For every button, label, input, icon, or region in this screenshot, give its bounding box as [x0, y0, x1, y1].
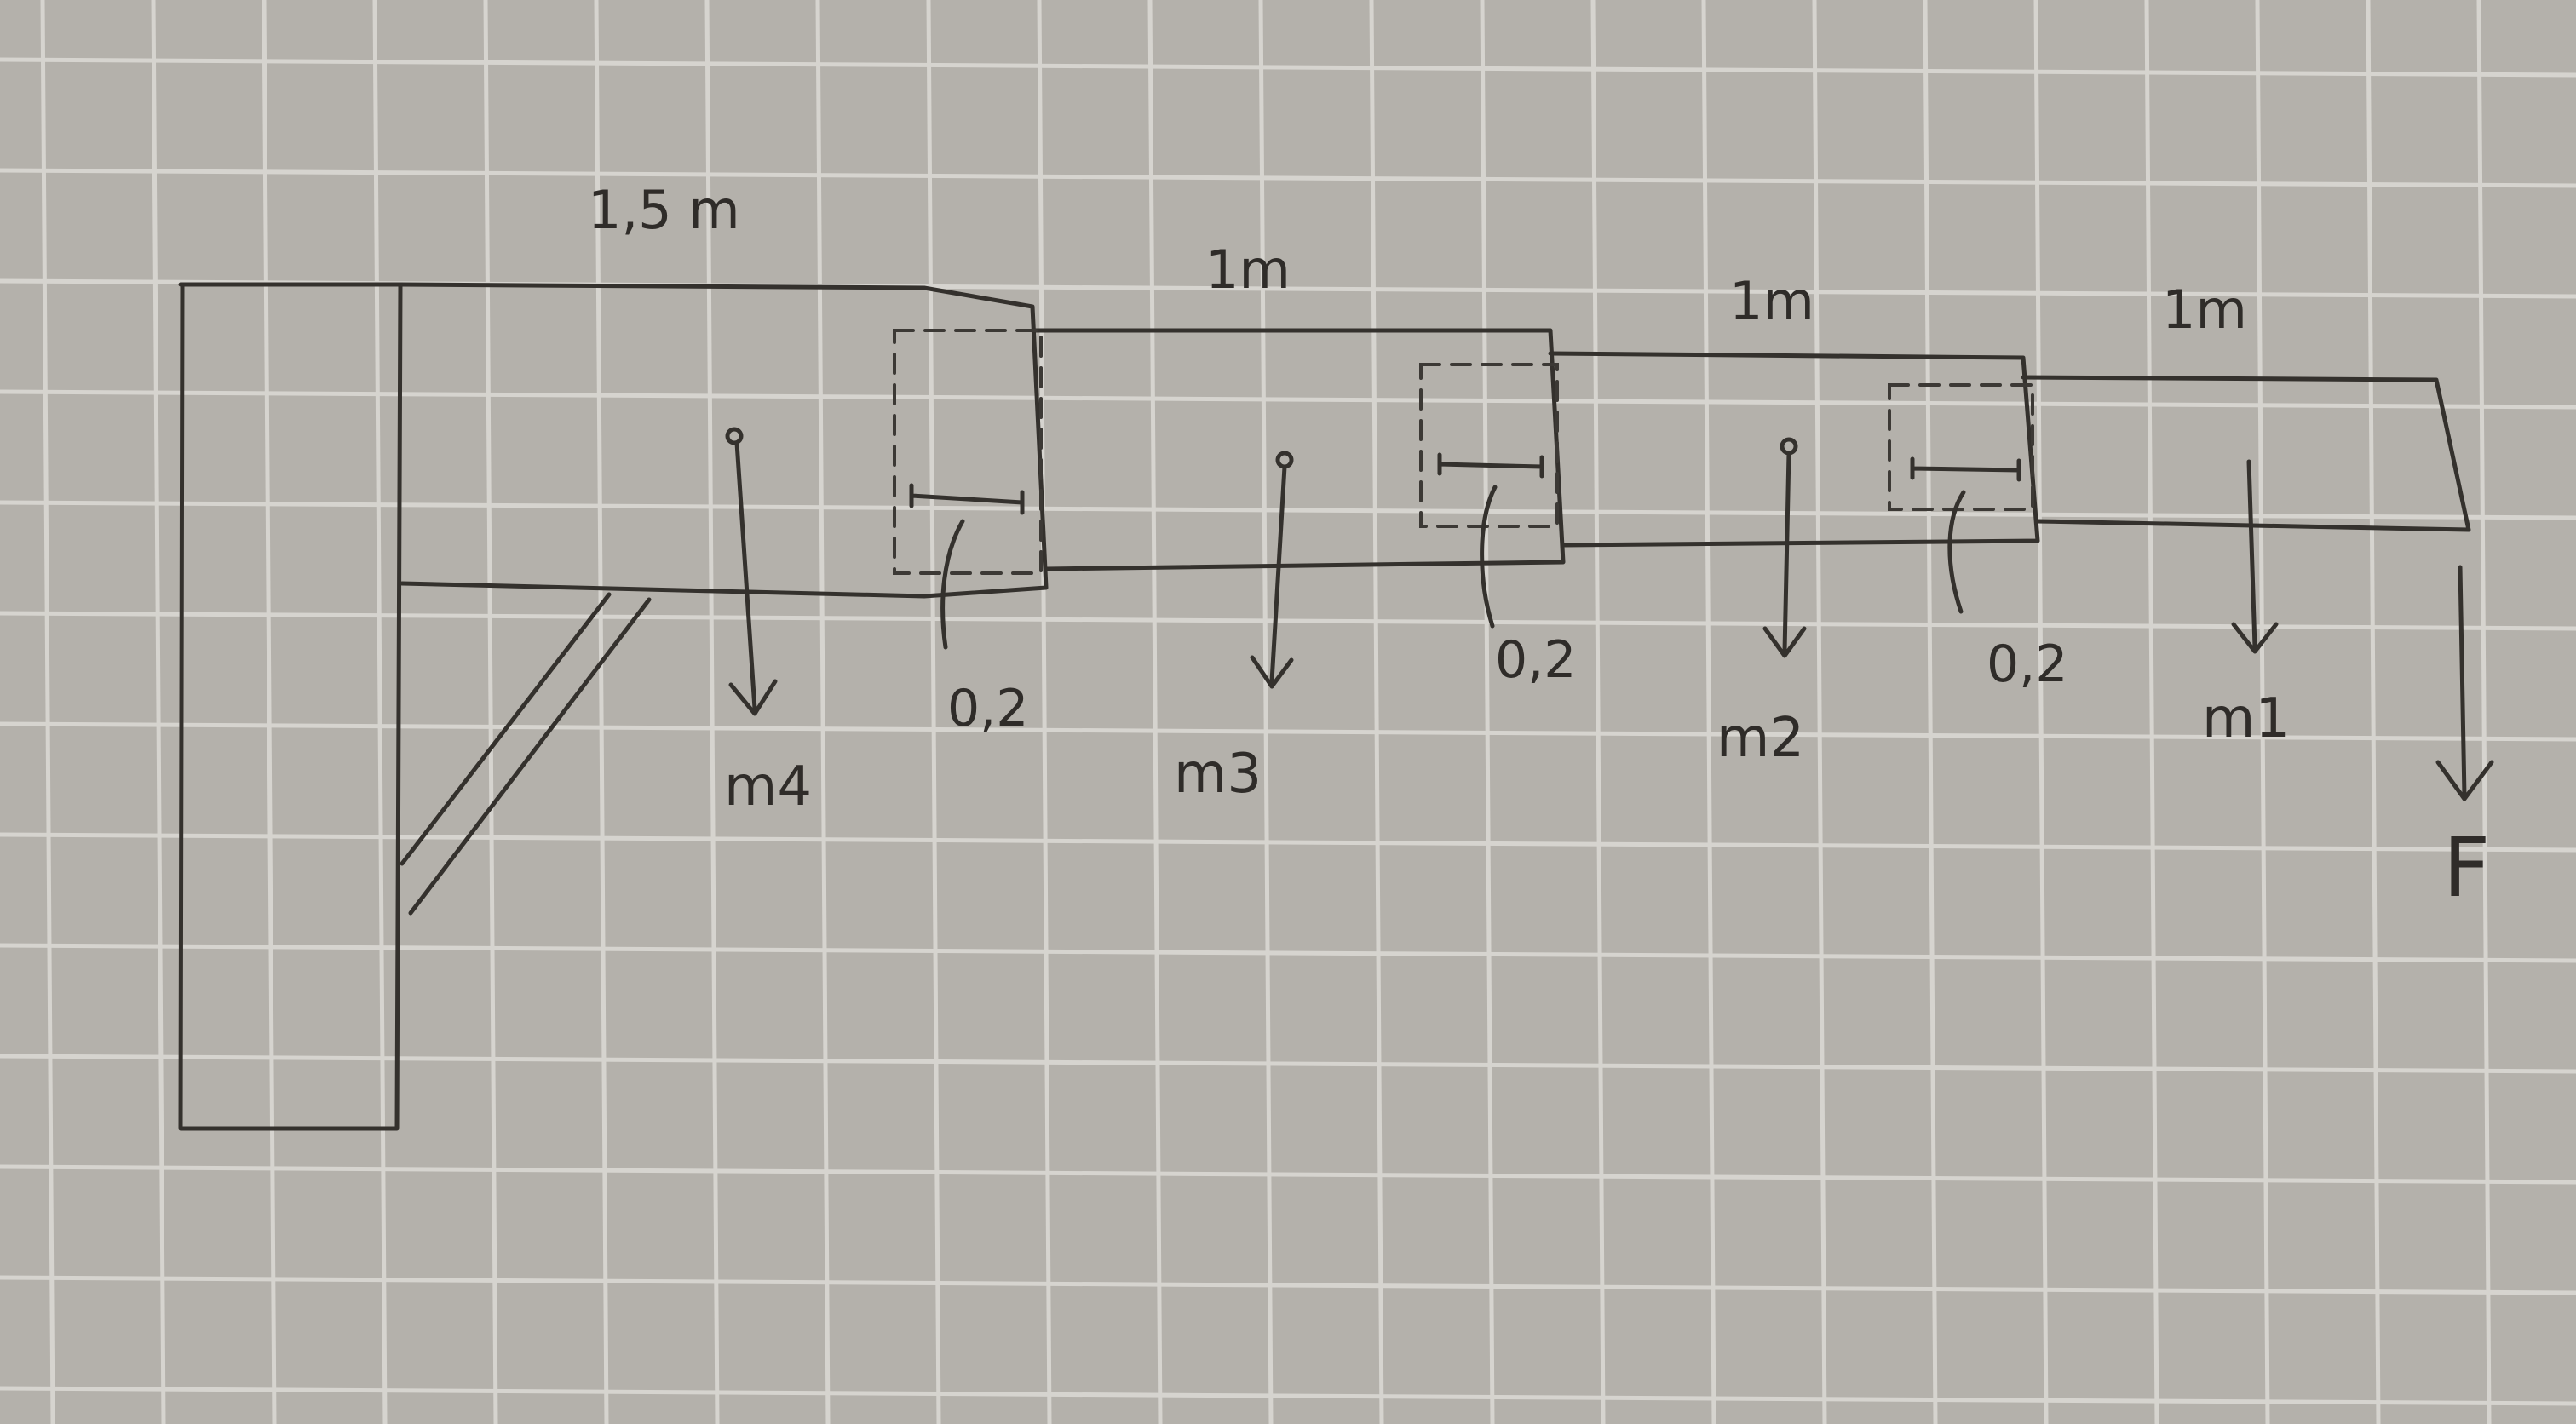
weight-arrow-m2: [1762, 437, 1807, 658]
diagonal-brace: [400, 592, 652, 916]
grid-line-vertical: [1590, 0, 1606, 1424]
overlap-leader-2: [1480, 485, 1498, 629]
grid-line-horizontal: [0, 168, 2576, 188]
grid-line-horizontal: [0, 721, 2576, 742]
grid-line-vertical: [594, 0, 609, 1424]
overlap-dimension-2-1: [1910, 456, 2021, 482]
grid-line-vertical: [1258, 0, 1274, 1424]
overlap-label-2: 0,2: [1495, 630, 1576, 690]
grid-line-horizontal: [0, 57, 2576, 78]
grid-line-horizontal: [0, 389, 2576, 410]
grid-line-horizontal: [0, 500, 2576, 520]
grid-line-vertical: [1812, 0, 1827, 1424]
grid-line-vertical: [2255, 0, 2270, 1424]
grid-line-horizontal: [0, 1164, 2576, 1185]
grid-line-vertical: [1037, 0, 1052, 1424]
grid-line-vertical: [2144, 0, 2159, 1424]
weight-arrow-m1: [2231, 459, 2279, 654]
overlap-zone-2-1: [1888, 383, 2034, 511]
grid-line-vertical: [1701, 0, 1716, 1424]
grid-line-vertical: [1147, 0, 1163, 1424]
length-label-segment-1: 1m: [2162, 278, 2247, 341]
grid-line-vertical: [372, 0, 388, 1424]
grid-line-vertical: [2033, 0, 2049, 1424]
grid-line-horizontal: [0, 1054, 2576, 1074]
grid-line-horizontal: [0, 832, 2576, 853]
grid-line-vertical: [151, 0, 166, 1424]
overlap-dimension-4-3: [909, 483, 1025, 515]
overlap-leader-1: [940, 519, 965, 650]
overlap-dimension-3-2: [1437, 452, 1544, 479]
length-label-segment-2: 1m: [1729, 270, 1814, 332]
grid-line-vertical: [704, 0, 720, 1424]
grid-line-vertical: [483, 0, 498, 1424]
grid-line-horizontal: [0, 1275, 2576, 1295]
grid-line-vertical: [815, 0, 831, 1424]
grid-line-horizontal: [0, 943, 2576, 963]
grid-line-vertical: [1923, 0, 1938, 1424]
grid-line-vertical: [40, 0, 55, 1424]
overlap-label-1: 0,2: [947, 679, 1028, 738]
length-label-segment-4: 1,5 m: [588, 179, 740, 241]
overlap-label-3: 0,2: [1987, 634, 2067, 694]
mass-label-m4: m4: [724, 755, 812, 818]
grid-line-horizontal: [0, 611, 2576, 631]
overlap-zone-4-3: [893, 329, 1043, 575]
weight-arrow-m4: [725, 427, 778, 716]
grid-line-vertical: [1480, 0, 1495, 1424]
mass-label-m3: m3: [1174, 743, 1262, 806]
mass-label-m2: m2: [1716, 707, 1804, 770]
grid-line-vertical: [2476, 0, 2492, 1424]
force-arrow-F: [2435, 565, 2494, 801]
wall-column: [178, 282, 403, 1131]
beam-segment-2: [1548, 351, 2040, 548]
grid-line-vertical: [262, 0, 277, 1424]
overlap-leader-3: [1947, 490, 1966, 614]
overlap-zone-3-2: [1419, 363, 1559, 528]
grid-line-vertical: [2366, 0, 2381, 1424]
length-label-segment-3: 1m: [1205, 238, 1291, 301]
weight-arrow-m3: [1250, 451, 1294, 689]
mass-label-m1: m1: [2202, 687, 2290, 750]
grid-line-vertical: [926, 0, 941, 1424]
grid-line-vertical: [1369, 0, 1384, 1424]
beam-segment-1: [2021, 375, 2471, 532]
grid-line-horizontal: [0, 1386, 2576, 1406]
force-label: F: [2443, 820, 2490, 916]
